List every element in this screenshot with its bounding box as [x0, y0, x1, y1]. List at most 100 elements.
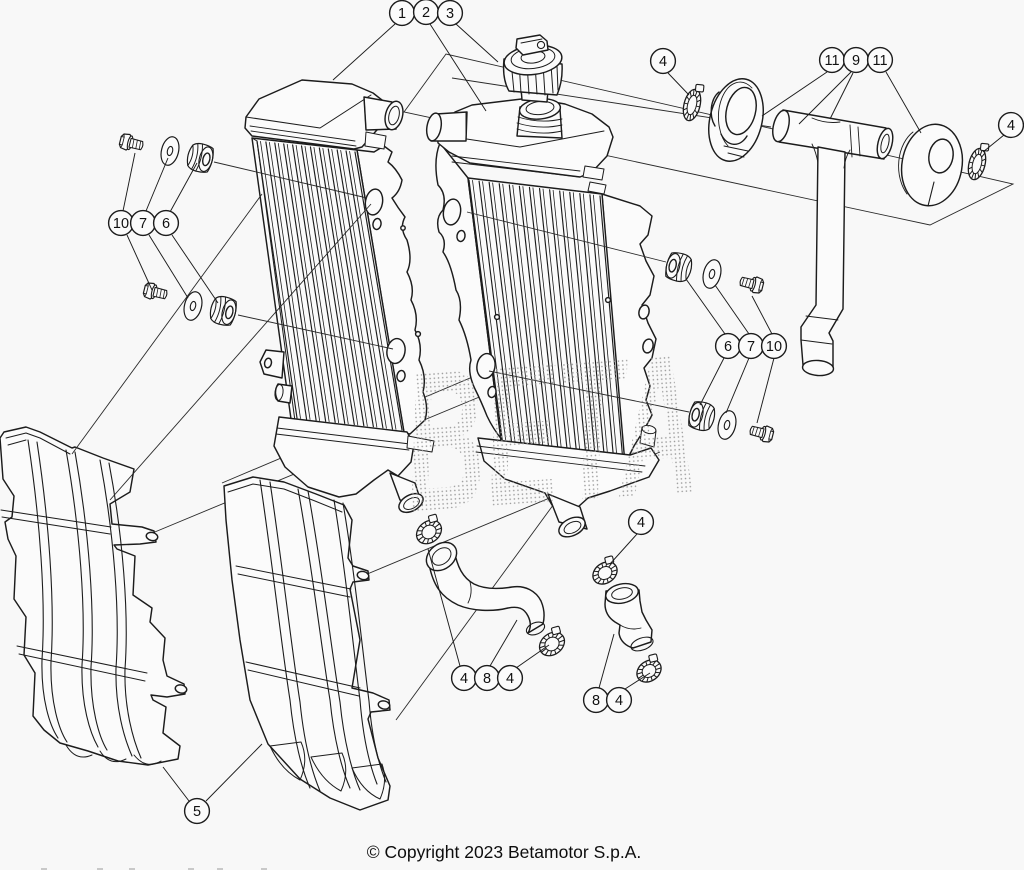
callout-label-10: 10	[113, 216, 129, 232]
leader-line-6-10	[169, 162, 198, 213]
callout-4[interactable]: 4	[649, 47, 677, 75]
guard-right	[223, 476, 391, 811]
leader-line-11-4	[761, 71, 828, 117]
callout-label-4: 4	[615, 693, 623, 709]
leader-line-9-5	[798, 71, 852, 125]
bolt-lower-right	[749, 425, 775, 443]
leader-line-6-11	[685, 278, 726, 335]
callout-11[interactable]: 11	[866, 46, 894, 74]
callout-label-6: 6	[724, 339, 732, 355]
leader-line-7-9	[145, 157, 169, 212]
callout-9[interactable]: 9	[842, 46, 870, 74]
washer-lower-right	[717, 410, 737, 440]
grommet-lower-left	[209, 295, 237, 326]
callout-label-4: 4	[1007, 118, 1015, 134]
leader-line-7-9	[148, 234, 189, 299]
cut-off-text-artifacts	[41, 868, 267, 870]
callout-circle-4[interactable]	[649, 47, 677, 75]
leader-line-11-6	[885, 71, 922, 134]
callout-2[interactable]: 2	[412, 0, 440, 26]
guard-left	[0, 426, 188, 766]
leader-line-4-7	[982, 134, 1005, 153]
callout-4[interactable]: 4	[997, 111, 1024, 139]
hose-clamp-d	[538, 625, 566, 657]
leader-line-10-13	[751, 295, 773, 335]
callout-7[interactable]: 7	[737, 332, 765, 360]
leader-line-2-1	[429, 23, 487, 112]
leader-line-4-3	[667, 72, 690, 96]
callout-4[interactable]: 4	[627, 508, 655, 536]
callout-8[interactable]: 8	[582, 686, 610, 714]
callout-circle-3[interactable]	[436, 0, 464, 27]
leader-line-6-11	[699, 357, 725, 406]
leader-line-5-20	[205, 743, 263, 802]
callout-1[interactable]: 1	[388, 0, 416, 27]
leader-line-3-2	[455, 23, 499, 63]
callout-label-2: 2	[422, 5, 430, 21]
protection-disc	[898, 123, 964, 207]
callout-label-9: 9	[852, 53, 860, 69]
callout-label-6: 6	[162, 216, 170, 232]
callout-circle-10[interactable]	[760, 332, 788, 360]
svg-text:BETA: BETA	[397, 311, 704, 554]
callout-circle-4[interactable]	[997, 111, 1024, 139]
bolt-lower-left	[142, 282, 168, 300]
callout-8[interactable]: 8	[473, 664, 501, 692]
callout-label-4: 4	[659, 54, 667, 70]
hose-clamp-a	[682, 83, 705, 122]
callout-label-4: 4	[460, 671, 468, 687]
hose-clamp-e	[592, 555, 618, 585]
leader-line-4-14	[609, 533, 638, 565]
callout-6[interactable]: 6	[152, 209, 180, 237]
callout-10[interactable]: 10	[760, 332, 788, 360]
callout-circle-4[interactable]	[605, 686, 633, 714]
grommet-upper-left	[186, 142, 214, 173]
callout-4[interactable]: 4	[605, 686, 633, 714]
callout-circle-11[interactable]	[866, 46, 894, 74]
callout-circle-4[interactable]	[627, 508, 655, 536]
leader-line-4-15	[427, 548, 461, 667]
hose-clamp-c	[415, 513, 443, 545]
leader-line-7-12	[714, 284, 750, 335]
callout-10[interactable]: 10	[107, 209, 135, 237]
watermark-beta: BETA	[397, 311, 704, 554]
washer-upper-left	[160, 136, 180, 166]
callout-4[interactable]: 4	[496, 664, 524, 692]
leader-line-8-16	[489, 619, 518, 667]
radiator-cap	[502, 34, 563, 103]
t-hose	[772, 109, 894, 377]
grommet-lower-right	[688, 401, 716, 432]
leader-line-1-0	[332, 23, 396, 81]
leader-line-5-20	[162, 766, 190, 802]
callout-6[interactable]: 6	[714, 332, 742, 360]
leader-line-7-12	[725, 357, 750, 414]
radiator-left	[244, 79, 435, 514]
s-hose	[425, 541, 546, 636]
callout-3[interactable]: 3	[436, 0, 464, 27]
copyright-text: © Copyright 2023 Betamotor S.p.A.	[367, 842, 642, 862]
callout-label-4: 4	[637, 515, 645, 531]
callout-label-11: 11	[872, 53, 887, 69]
leader-line-10-8	[126, 234, 153, 291]
callout-label-10: 10	[766, 339, 782, 355]
leader-line-4-17	[515, 644, 550, 669]
callout-7[interactable]: 7	[129, 209, 157, 237]
washer-upper-right	[702, 259, 722, 289]
callout-label-1: 1	[398, 6, 406, 22]
callout-4[interactable]: 4	[450, 664, 478, 692]
callout-circle-4[interactable]	[496, 664, 524, 692]
bolt-upper-left	[118, 133, 144, 151]
callout-5[interactable]: 5	[183, 797, 211, 825]
leader-line-4-19	[624, 672, 651, 690]
callout-label-7: 7	[747, 339, 755, 355]
leader-line-8-18	[598, 633, 615, 689]
leader-line-10-8	[122, 152, 136, 212]
callout-label-3: 3	[446, 6, 454, 22]
callout-label-5: 5	[193, 804, 201, 820]
callout-11[interactable]: 11	[818, 46, 846, 74]
callout-label-8: 8	[592, 693, 600, 709]
callout-circle-6[interactable]	[152, 209, 180, 237]
callout-circle-5[interactable]	[183, 797, 211, 825]
